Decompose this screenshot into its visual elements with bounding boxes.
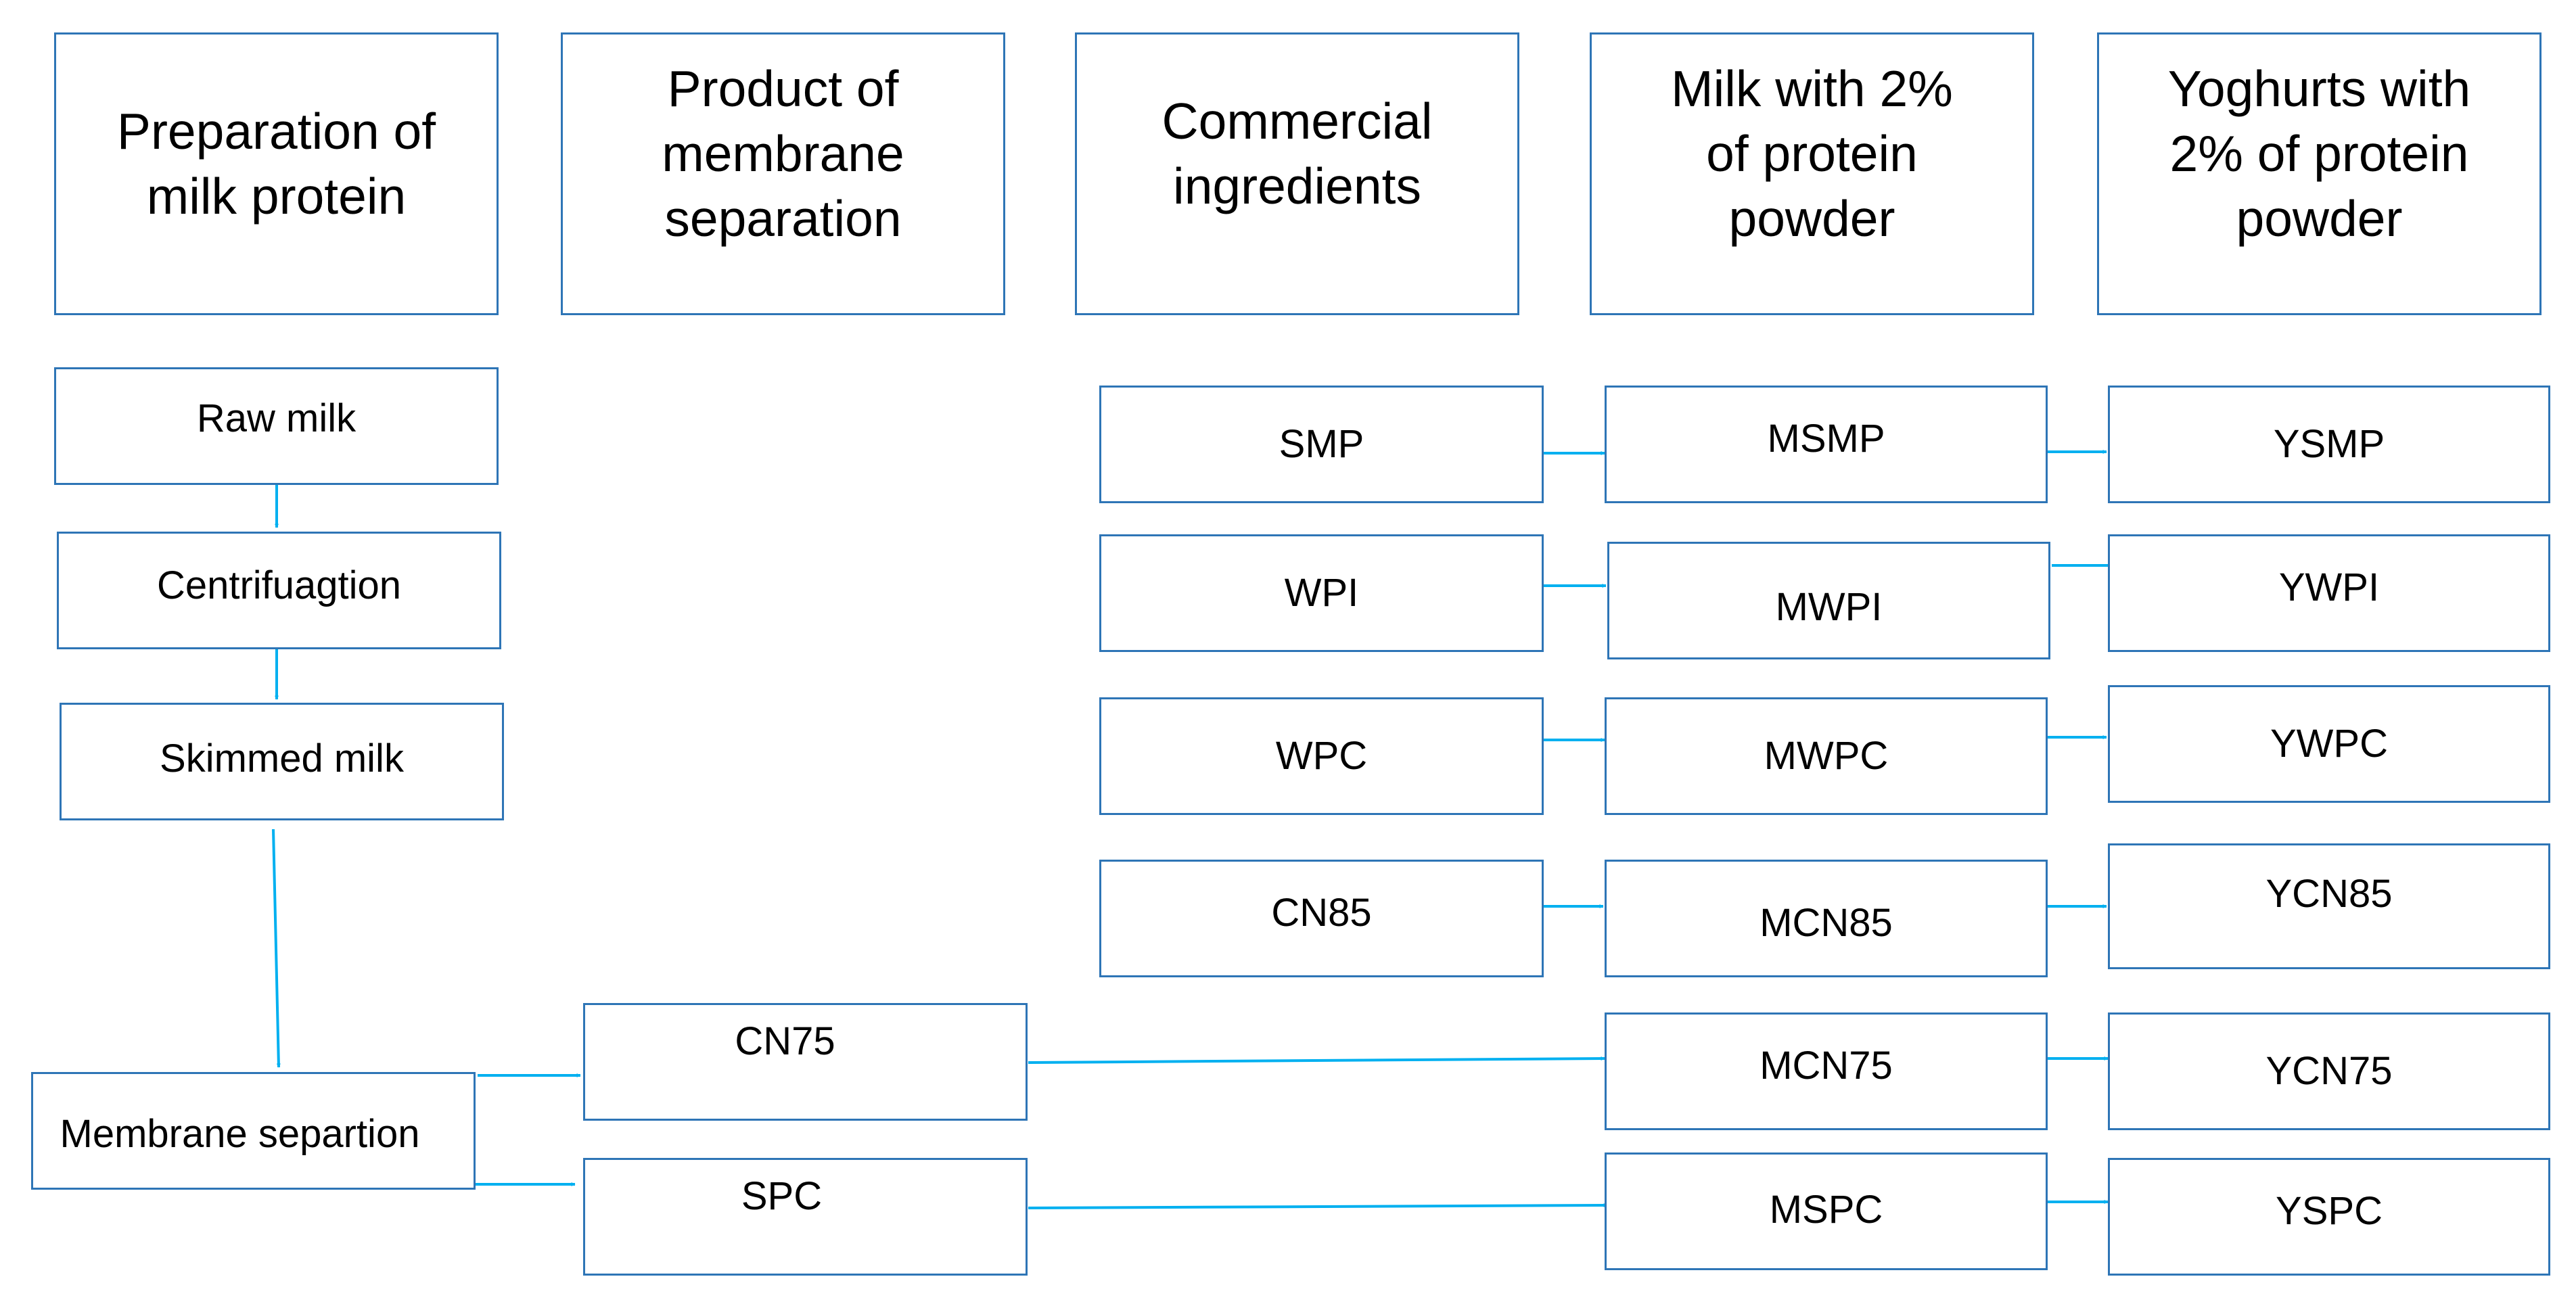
node-cn75-label: CN75: [735, 1019, 835, 1063]
node-ycn75-label: YCN75: [2266, 1049, 2393, 1093]
node-mcn75-label: MCN75: [1760, 1044, 1893, 1088]
node-ywpc: YWPC: [2108, 685, 2550, 803]
node-spc-label: SPC: [741, 1174, 823, 1218]
node-mspc: MSPC: [1605, 1152, 2048, 1270]
node-mwpc-label: MWPC: [1764, 734, 1889, 778]
header-commercial-label: Commercial ingredients: [1162, 93, 1433, 214]
node-wpi-label: WPI: [1284, 571, 1359, 615]
header-preparation-label: Preparation of milk protein: [116, 103, 436, 225]
arrow-cn75-to-mcn75: [1028, 1056, 1605, 1064]
node-ywpc-label: YWPC: [2270, 722, 2388, 766]
header-commercial-ingredients: Commercial ingredients: [1075, 32, 1519, 315]
node-mwpi-label: MWPI: [1775, 585, 1883, 629]
arrow-spc-to-mspc: [1028, 1203, 1608, 1209]
node-cn85: CN85: [1099, 860, 1544, 977]
node-centrifugation: Centrifuagtion: [57, 532, 501, 649]
node-mcn85: MCN85: [1605, 860, 2048, 977]
node-wpi: WPI: [1099, 534, 1544, 652]
node-mspc-label: MSPC: [1769, 1188, 1883, 1232]
node-wpc-label: WPC: [1275, 734, 1368, 778]
node-msmp: MSMP: [1605, 386, 2048, 503]
header-product-of-membrane-separation: Product of membrane separation: [561, 32, 1005, 315]
node-cn75: CN75: [583, 1003, 1028, 1121]
node-raw-milk: Raw milk: [54, 367, 499, 485]
header-yoghurts-with-protein: Yoghurts with 2% of protein powder: [2097, 32, 2542, 315]
node-cn85-label: CN85: [1271, 891, 1372, 935]
node-ysmp-label: YSMP: [2273, 422, 2385, 466]
node-yspc: YSPC: [2108, 1158, 2550, 1276]
node-mcn75: MCN75: [1605, 1012, 2048, 1130]
header-preparation-of-milk-protein: Preparation of milk protein: [54, 32, 499, 315]
node-membrane-separation: Membrane separtion: [31, 1072, 476, 1190]
node-ywpi: YWPI: [2108, 534, 2550, 652]
node-centrifugation-label: Centrifuagtion: [156, 563, 402, 607]
node-msmp-label: MSMP: [1767, 417, 1885, 461]
node-ycn85: YCN85: [2108, 843, 2550, 969]
node-raw-milk-label: Raw milk: [196, 396, 356, 440]
arrow-skimmed-to-membrane: [272, 829, 281, 1068]
node-yspc-label: YSPC: [2276, 1189, 2383, 1233]
node-spc: SPC: [583, 1158, 1028, 1276]
header-membrane-product-label: Product of membrane separation: [662, 60, 904, 247]
header-milk-label: Milk with 2% of protein powder: [1671, 60, 1953, 247]
header-milk-with-protein: Milk with 2% of protein powder: [1590, 32, 2034, 315]
node-ycn85-label: YCN85: [2266, 872, 2393, 916]
node-ycn75: YCN75: [2108, 1012, 2550, 1130]
node-smp-label: SMP: [1279, 422, 1364, 466]
node-mcn85-label: MCN85: [1760, 901, 1893, 945]
node-ywpi-label: YWPI: [2278, 565, 2380, 609]
node-ysmp: YSMP: [2108, 386, 2550, 503]
node-skimmed-milk: Skimmed milk: [60, 703, 504, 820]
node-wpc: WPC: [1099, 697, 1544, 815]
header-yoghurt-label: Yoghurts with 2% of protein powder: [2167, 60, 2471, 247]
node-mwpi: MWPI: [1607, 542, 2050, 659]
node-membrane-separation-label: Membrane separtion: [60, 1112, 420, 1156]
node-skimmed-milk-label: Skimmed milk: [160, 737, 404, 781]
node-mwpc: MWPC: [1605, 697, 2048, 815]
node-smp: SMP: [1099, 386, 1544, 503]
